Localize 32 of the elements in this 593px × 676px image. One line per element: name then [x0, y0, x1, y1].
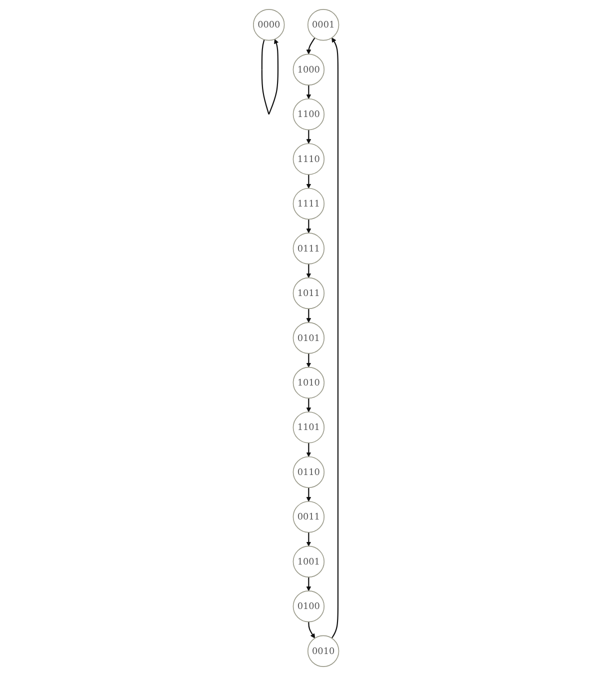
arrow: [332, 38, 339, 638]
node-circle: 0001: [308, 9, 340, 41]
node-circle: 0100: [293, 590, 325, 622]
arrow: [306, 442, 312, 457]
arrow: [262, 38, 280, 115]
node-circle: 0000: [253, 9, 286, 41]
node-circle: 1101: [293, 412, 325, 444]
arrow: [306, 130, 312, 144]
node-circle: 1110: [293, 143, 325, 175]
arrow: [306, 577, 312, 592]
arrow: [306, 488, 312, 502]
node-circle: 0110: [293, 456, 325, 488]
arrow: [306, 219, 312, 234]
arrow: [306, 37, 316, 54]
arrow: [306, 308, 312, 323]
arrow: [308, 622, 316, 638]
node-circle: 0011: [293, 501, 325, 533]
node-circle: 1001: [293, 546, 325, 578]
arrow: [306, 353, 312, 368]
node-circle: 1111: [293, 188, 325, 220]
arrow: [306, 532, 312, 546]
node-circle: 0101: [293, 322, 325, 354]
node-circle: 1010: [293, 366, 325, 399]
node-circle: 1100: [293, 98, 325, 130]
arrow: [306, 85, 312, 100]
arrow: [306, 264, 312, 278]
node-circle: 0010: [308, 635, 340, 667]
arrow: [306, 174, 312, 189]
arrow: [306, 398, 312, 412]
node-circle: 0111: [293, 232, 325, 264]
node-circle: 1011: [293, 277, 325, 310]
node-circle: 1000: [293, 54, 325, 86]
